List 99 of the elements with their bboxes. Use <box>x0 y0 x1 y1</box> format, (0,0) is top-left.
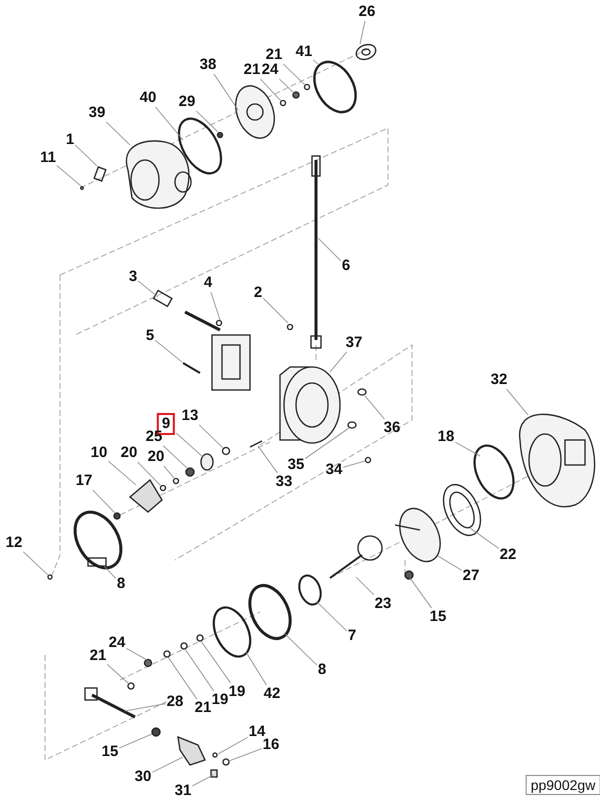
callout-number: 13 <box>182 408 198 424</box>
leader-line <box>410 578 432 608</box>
leader-line <box>198 424 224 448</box>
callout-number: 27 <box>462 568 480 584</box>
callout-number: 8 <box>318 662 326 678</box>
leader-line <box>258 446 278 474</box>
callout-number: 30 <box>134 769 152 785</box>
leader-line <box>22 551 48 576</box>
leader-line <box>138 280 158 298</box>
leader-line <box>104 566 116 579</box>
callout-number: 18 <box>438 429 454 445</box>
callout-number: 5 <box>146 328 154 344</box>
leader-line <box>163 466 176 480</box>
callout-number: 15 <box>430 609 446 625</box>
callout-number: 19 <box>228 684 246 700</box>
leader-line <box>137 462 162 486</box>
leader-line <box>74 144 98 166</box>
leader-line <box>364 396 385 420</box>
leader-line <box>162 445 188 468</box>
callout-number: 4 <box>204 275 212 291</box>
callout-number: 42 <box>264 686 280 702</box>
callout-number: 38 <box>200 57 216 73</box>
callout-number: 22 <box>500 547 516 563</box>
leader-line <box>214 74 238 110</box>
figure-id-tag: pp9002gw <box>526 775 600 795</box>
callout-number: 12 <box>6 535 22 551</box>
leader-line <box>218 736 248 754</box>
leader-line <box>168 656 198 700</box>
callout-number: 3 <box>128 269 138 285</box>
callout-number: 21 <box>244 62 260 78</box>
callout-number: 36 <box>384 420 400 436</box>
leader-line <box>438 556 462 571</box>
callout-number: 23 <box>374 596 392 612</box>
callout-number: 2 <box>254 285 262 301</box>
leader-line <box>192 774 214 786</box>
leader-line <box>316 602 348 632</box>
leader-line <box>506 388 528 416</box>
callout-number: 8 <box>116 576 126 592</box>
callout-number: 41 <box>296 44 312 60</box>
leader-line <box>154 340 182 362</box>
leader-line <box>155 106 184 140</box>
callout-number: 21 <box>90 648 106 664</box>
callout-number: 11 <box>40 150 56 166</box>
callout-number: 24 <box>108 635 126 651</box>
callout-number: 40 <box>140 90 156 106</box>
leader-line <box>56 165 82 186</box>
leader-line <box>342 460 366 468</box>
leader-line <box>470 528 500 549</box>
leader-line <box>260 78 282 102</box>
leader-line <box>106 664 130 684</box>
leader-line <box>92 490 116 514</box>
leader-line <box>282 64 306 86</box>
leader-line <box>152 756 184 773</box>
callout-number: 35 <box>288 457 304 473</box>
callout-number: 17 <box>76 473 92 489</box>
leader-line <box>228 748 262 762</box>
leader-line <box>126 648 148 660</box>
callout-number: 1 <box>66 132 74 148</box>
callout-number: 14 <box>248 724 266 740</box>
callout-number: 24 <box>262 62 278 78</box>
callout-number: 10 <box>90 445 108 461</box>
callout-number: 7 <box>348 628 356 644</box>
leader-line <box>118 734 152 748</box>
leader-line <box>278 78 294 94</box>
callout-number: 29 <box>178 94 196 110</box>
callout-number: 21 <box>266 47 282 63</box>
callout-number: 33 <box>276 474 292 490</box>
callout-number: 32 <box>490 372 508 388</box>
leader-line <box>284 634 318 666</box>
leader-line <box>196 110 218 132</box>
callout-number: 19 <box>212 692 228 708</box>
callout-number: 15 <box>102 744 118 760</box>
leader-line <box>176 432 204 458</box>
leader-line <box>246 652 267 686</box>
leader-line <box>262 298 288 324</box>
leader-line <box>454 442 480 456</box>
callout-number: 34 <box>326 462 342 478</box>
callout-number: 16 <box>262 737 280 753</box>
leader-line <box>330 352 347 372</box>
leader-line <box>356 576 374 596</box>
callout-number: 31 <box>174 783 192 799</box>
callout-number: 20 <box>120 445 138 461</box>
callout-number: 37 <box>346 335 362 351</box>
leader-line <box>210 292 220 320</box>
leader-line <box>312 60 318 64</box>
leader-line <box>124 703 166 712</box>
leader-line <box>200 640 231 684</box>
leader-line <box>108 460 136 486</box>
callout-number: 20 <box>148 449 164 465</box>
leader-line <box>360 20 366 44</box>
callout-number: 26 <box>358 4 376 20</box>
leader-line <box>184 648 214 692</box>
callout-number: 21 <box>194 700 212 716</box>
leader-line <box>304 428 350 459</box>
callout-number: 39 <box>88 105 106 121</box>
callout-number: 28 <box>166 694 184 710</box>
callout-number: 6 <box>342 258 350 274</box>
leader-line <box>318 238 342 262</box>
leader-line <box>106 122 130 146</box>
